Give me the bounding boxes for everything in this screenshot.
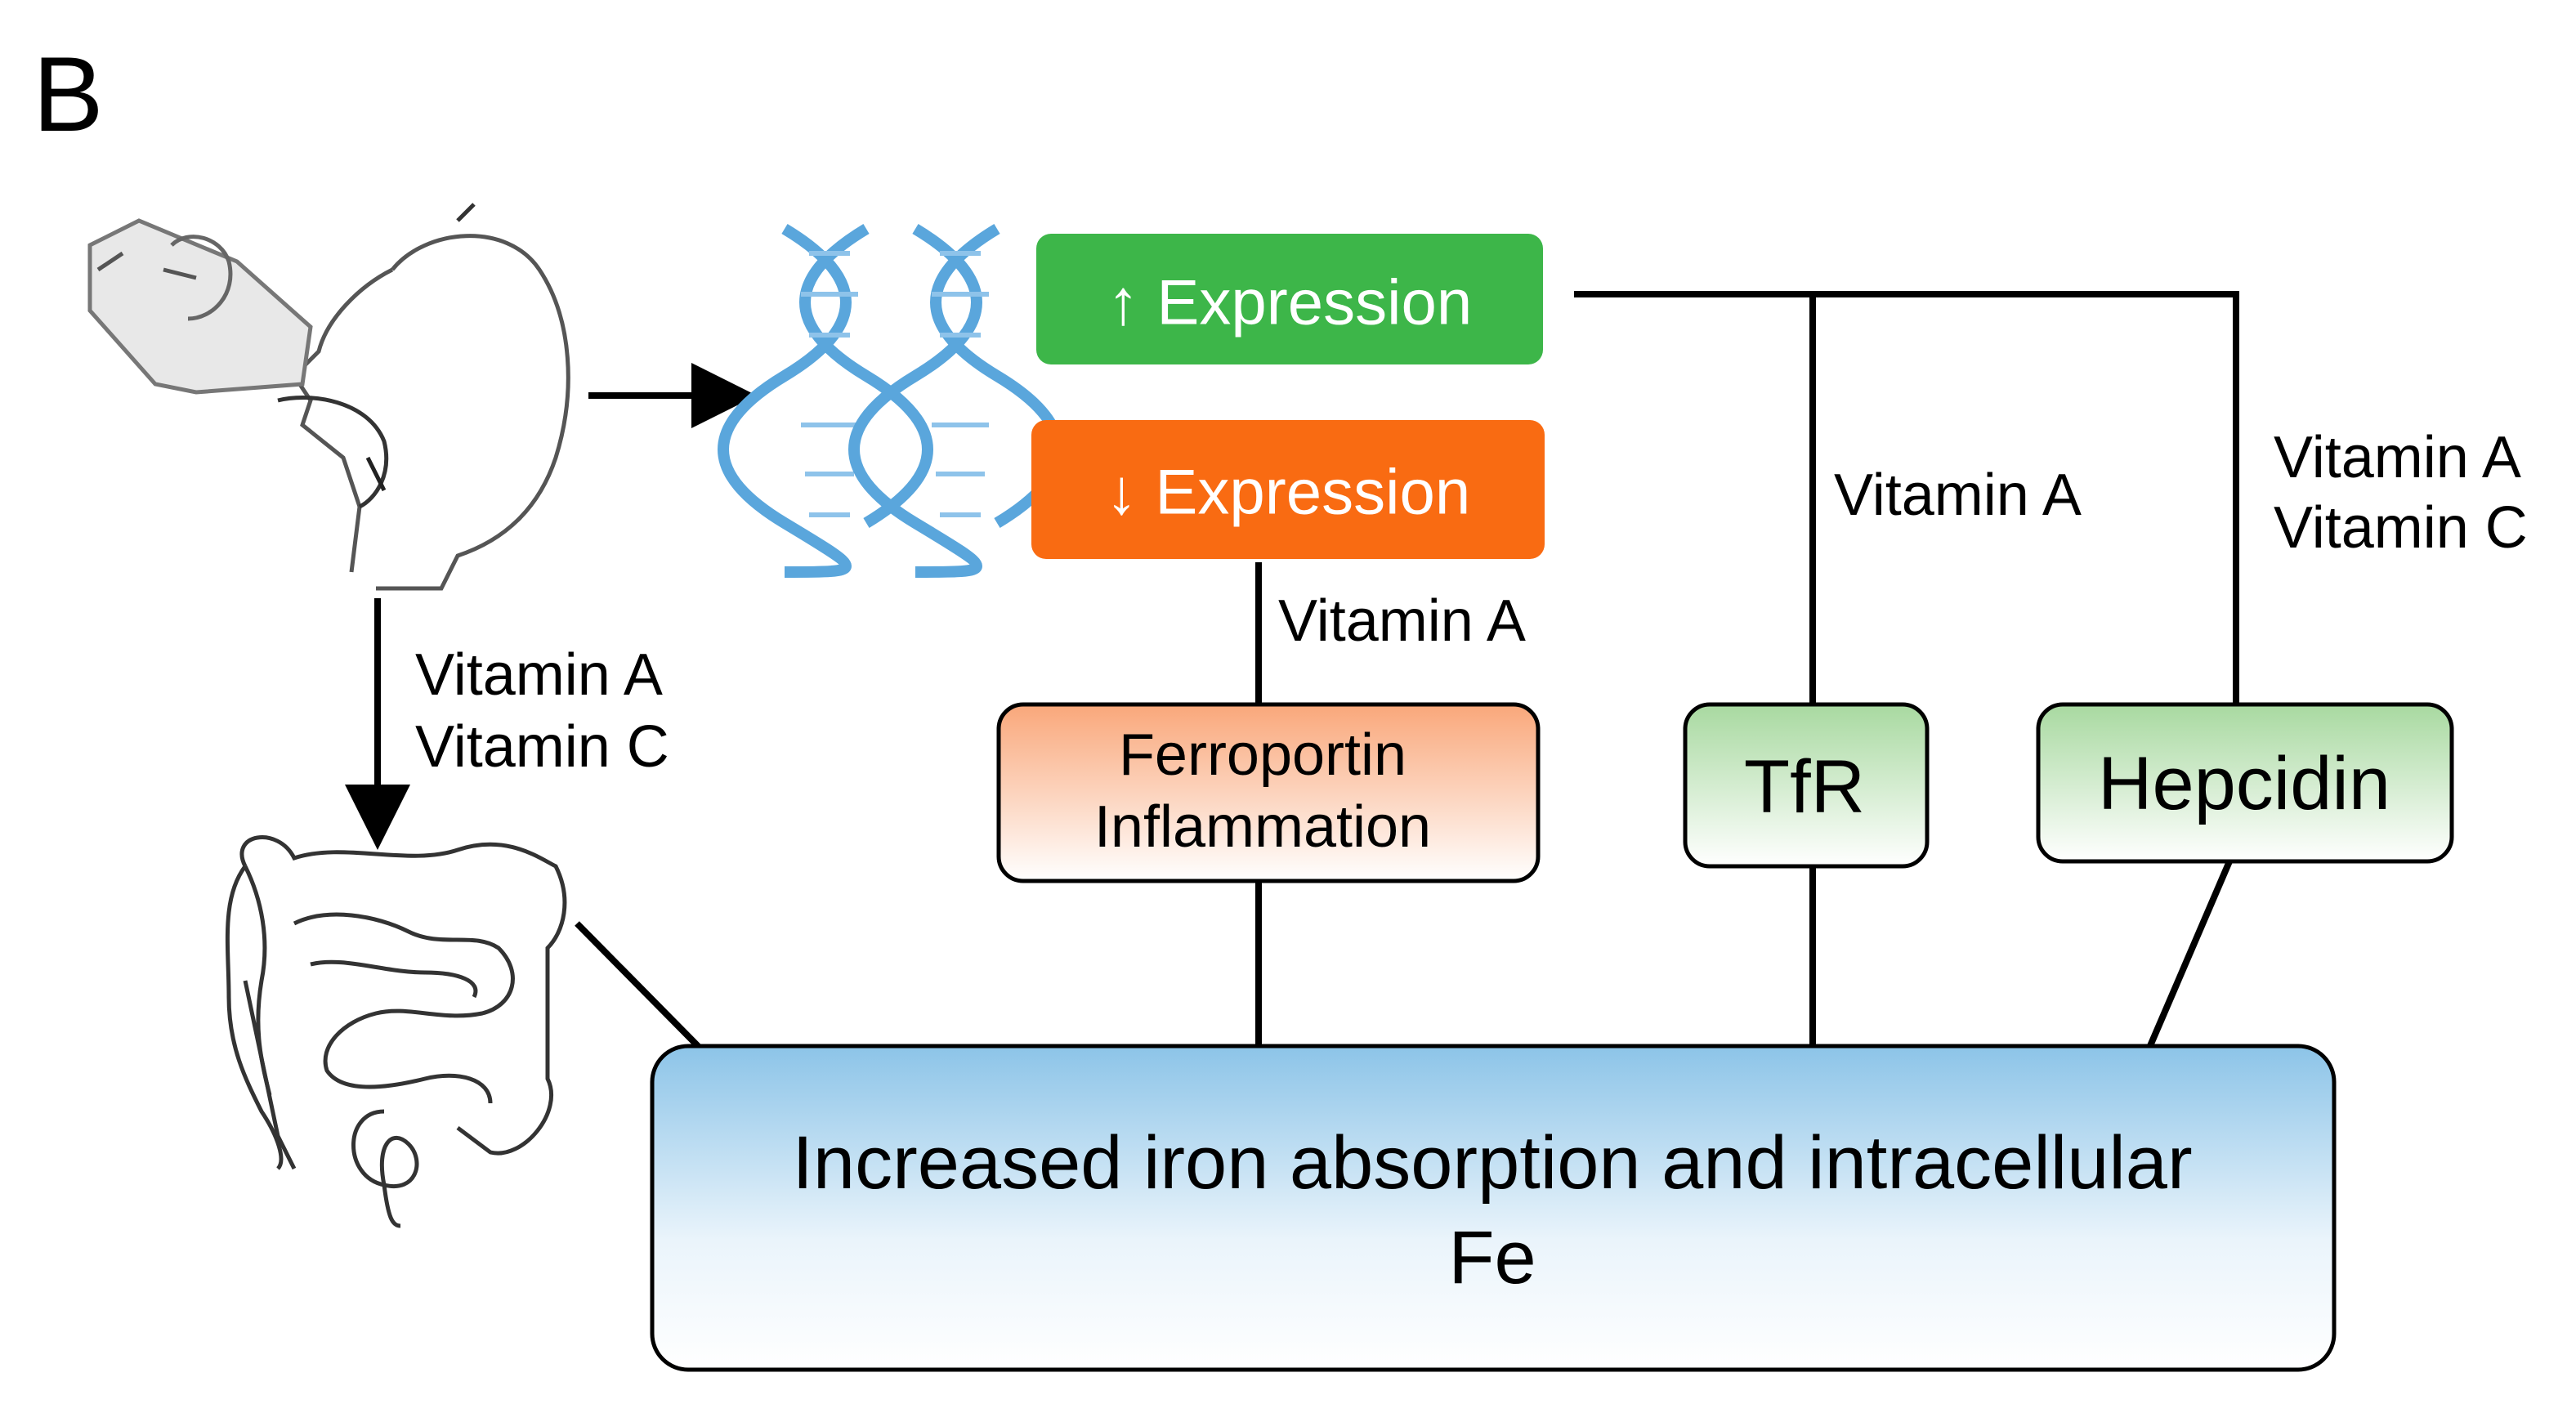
down-expression-label: ↓ Expression [1106,456,1471,528]
tfr-node [1683,702,1930,869]
up-expression-box [1036,234,1543,364]
gut-vitamin-label-2: Vitamin C [415,714,669,780]
hepcidin-label: Hepcidin [2098,742,2390,825]
hepcidin-node [2036,702,2454,864]
tfr-vitamin-label: Vitamin A [1834,463,2082,528]
hepcidin-vitamin-label-1: Vitamin A [2274,425,2521,490]
ferroportin-node [996,702,1541,883]
dna-icon [718,223,1064,578]
ferroportin-label: Ferroportin [1119,722,1407,788]
outcome-line-1: Increased iron absorption and intracellu… [792,1121,2192,1205]
inflammation-label: Inflammation [1094,794,1431,860]
outcome-box [650,1044,2337,1372]
person-drinking-icon [87,203,570,591]
panel-letter: B [33,34,104,154]
tfr-label: TfR [1744,745,1865,829]
node-to-outcome-connectors [575,860,2233,1050]
ferroportin-vitamin-label: Vitamin A [1278,588,1526,654]
intestine-icon [225,835,567,1228]
outcome-line-2: Fe [1448,1216,1536,1299]
up-expression-label: ↑ Expression [1107,266,1473,338]
gut-vitamin-label-1: Vitamin A [415,642,663,708]
hepcidin-vitamin-label-2: Vitamin C [2274,495,2528,561]
up-connectors [1574,291,2239,706]
down-expression-box [1031,420,1545,559]
